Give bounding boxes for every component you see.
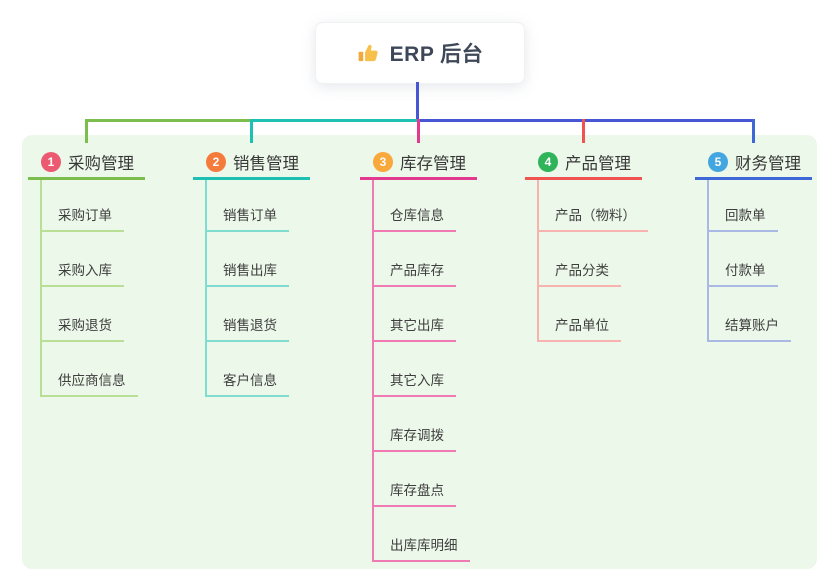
leaf-node[interactable]: 产品分类 [537, 257, 621, 287]
branch-number-badge: 4 [538, 151, 558, 172]
connector-branch-drop [85, 119, 88, 143]
branch-title-label: 产品管理 [565, 154, 631, 173]
root-node[interactable]: ERP 后台 [315, 22, 525, 84]
leaf-node[interactable]: 结算账户 [707, 312, 791, 342]
branch-销售管理: 2 销售管理销售订单销售出库销售退货客户信息 [193, 146, 310, 397]
subtree-connector-line [372, 180, 374, 562]
branches-panel [22, 135, 817, 569]
leaf-node[interactable]: 库存盘点 [372, 477, 456, 507]
leaf-node[interactable]: 付款单 [707, 257, 778, 287]
leaf-node[interactable]: 仓库信息 [372, 202, 456, 232]
connector-branch-drop [417, 119, 420, 143]
branch-产品管理: 4 产品管理产品（物料） 产品分类产品单位 [525, 146, 648, 342]
branch-title[interactable]: 5 财务管理 [695, 146, 812, 180]
thumbs-up-icon [357, 42, 380, 65]
branch-title-label: 财务管理 [735, 154, 801, 173]
leaf-node[interactable]: 库存调拨 [372, 422, 456, 452]
subtree-connector-line [707, 180, 709, 342]
leaf-node[interactable]: 销售订单 [205, 202, 289, 232]
connector-branch-drop [250, 119, 253, 143]
leaf-node[interactable]: 供应商信息 [40, 367, 138, 397]
leaf-node[interactable]: 采购订单 [40, 202, 124, 232]
connector-branch-drop [752, 119, 755, 143]
branch-title-label: 库存管理 [400, 154, 466, 173]
branch-采购管理: 1 采购管理采购订单采购入库采购退货供应商信息 [28, 146, 145, 397]
leaf-node[interactable]: 回款单 [707, 202, 778, 232]
leaf-node[interactable]: 采购入库 [40, 257, 124, 287]
branch-title-label: 采购管理 [68, 154, 134, 173]
connector-branch-drop [582, 119, 585, 143]
leaf-node[interactable]: 产品库存 [372, 257, 456, 287]
leaf-node[interactable]: 采购退货 [40, 312, 124, 342]
branch-title[interactable]: 1 采购管理 [28, 146, 145, 180]
branch-number-badge: 1 [41, 151, 61, 172]
leaf-node[interactable]: 客户信息 [205, 367, 289, 397]
connector-horizontal-segment [85, 119, 253, 122]
leaf-node[interactable]: 产品单位 [537, 312, 621, 342]
connector-horizontal-segment [417, 119, 755, 122]
subtree-connector-line [205, 180, 207, 397]
branch-title-label: 销售管理 [233, 154, 299, 173]
connector-root-line [416, 82, 419, 122]
leaf-node[interactable]: 出库库明细 [372, 532, 470, 562]
leaf-node[interactable]: 销售出库 [205, 257, 289, 287]
leaf-node[interactable]: 其它入库 [372, 367, 456, 397]
branch-number-badge: 3 [373, 151, 393, 172]
branch-title[interactable]: 3 库存管理 [360, 146, 477, 180]
branch-number-badge: 2 [206, 151, 226, 172]
branch-财务管理: 5 财务管理回款单付款单结算账户 [695, 146, 812, 342]
branch-title[interactable]: 4 产品管理 [525, 146, 642, 180]
connector-horizontal-segment [251, 119, 419, 122]
leaf-node[interactable]: 产品（物料） [537, 202, 648, 232]
root-node-label: ERP 后台 [389, 43, 484, 66]
branch-库存管理: 3 库存管理仓库信息产品库存其它出库其它入库库存调拨库存盘点出库库明细 [360, 146, 477, 562]
subtree-connector-line [537, 180, 539, 342]
branch-title[interactable]: 2 销售管理 [193, 146, 310, 180]
leaf-node[interactable]: 其它出库 [372, 312, 456, 342]
leaf-node[interactable]: 销售退货 [205, 312, 289, 342]
branch-number-badge: 5 [708, 151, 728, 172]
subtree-connector-line [40, 180, 42, 397]
